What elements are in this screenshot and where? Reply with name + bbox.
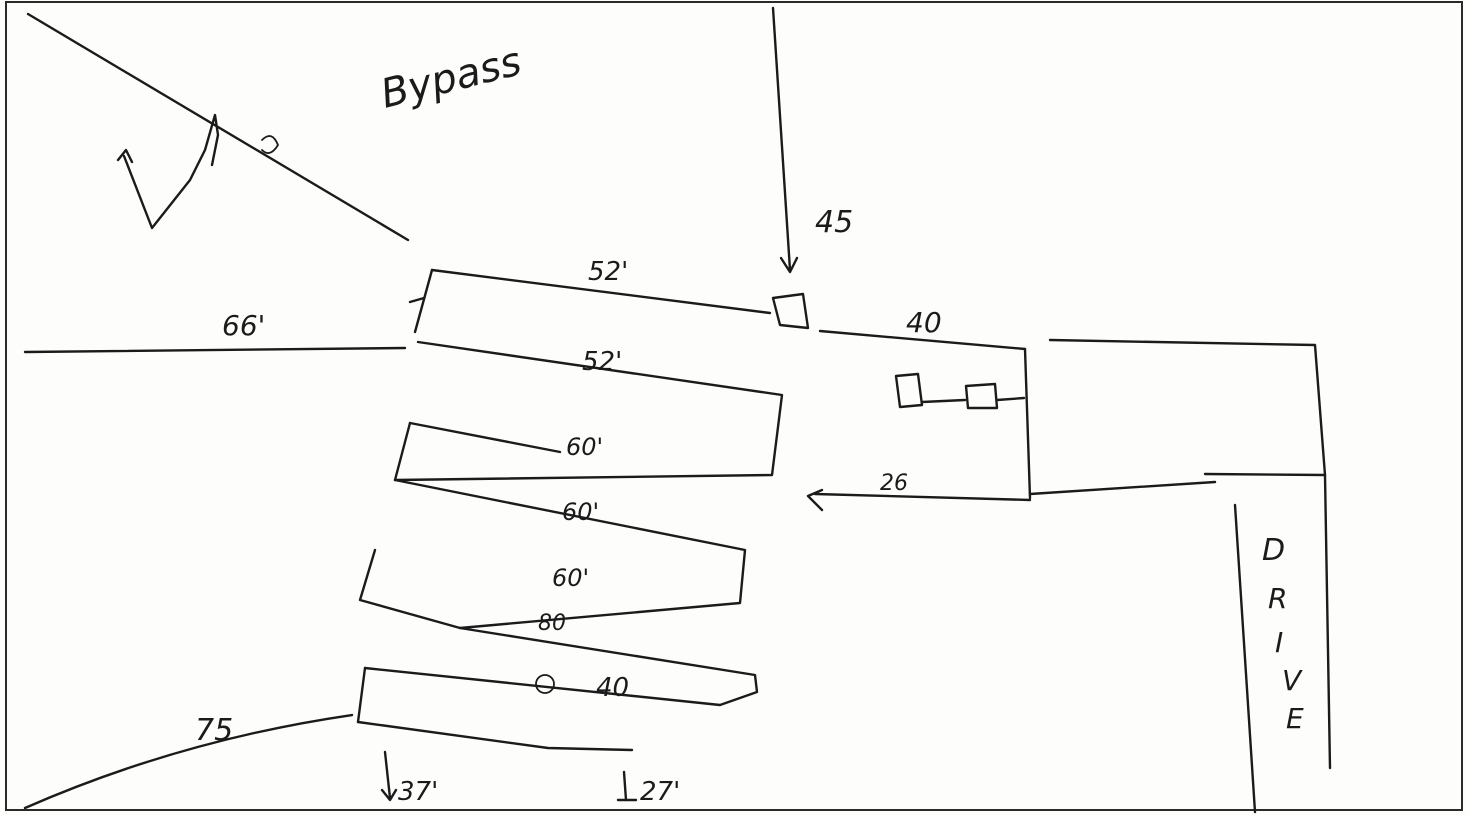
label-60-b: 60' bbox=[562, 498, 599, 526]
label-80: 80 bbox=[538, 611, 566, 636]
label-37: 37' bbox=[398, 777, 438, 807]
block-52-tick bbox=[408, 296, 426, 304]
box-connector bbox=[920, 398, 967, 404]
label-60-a: 60' bbox=[566, 433, 603, 461]
block-52-top-edge bbox=[430, 268, 772, 315]
dim-37-line bbox=[383, 750, 392, 800]
label-66: 66' bbox=[222, 309, 265, 342]
block-80-left-edge bbox=[356, 666, 367, 724]
bottom-edge-line bbox=[356, 720, 634, 752]
block-52-lower-shape bbox=[393, 340, 784, 482]
drive-letter-v: V bbox=[1282, 664, 1303, 697]
label-52-top: 52' bbox=[588, 257, 628, 287]
label-40-top: 40 bbox=[906, 306, 942, 339]
arrow-45-head bbox=[779, 256, 799, 274]
road-66-line bbox=[23, 346, 407, 354]
drive-left-edge bbox=[1233, 503, 1257, 814]
label-45: 45 bbox=[815, 205, 853, 240]
dim-37-head bbox=[380, 788, 398, 802]
right-block-outline bbox=[1048, 338, 1327, 477]
arrow-45-line bbox=[771, 6, 792, 272]
small-box-a bbox=[771, 292, 810, 330]
right-block-bottom bbox=[1028, 480, 1217, 496]
drive-right-edge bbox=[1323, 473, 1332, 770]
bypass-label: Bypass bbox=[376, 39, 526, 118]
block-52-left-edge bbox=[413, 268, 434, 334]
road-right-edge bbox=[1023, 347, 1032, 500]
block-60-shape bbox=[358, 478, 747, 630]
label-40-bottom: 40 bbox=[596, 673, 629, 703]
label-27: 27' bbox=[640, 777, 680, 807]
dim-27-line bbox=[622, 770, 628, 802]
circle-mark bbox=[535, 674, 555, 694]
paper-border bbox=[5, 1, 1463, 811]
block-60-left-edge bbox=[393, 421, 412, 482]
bypass-mark bbox=[261, 135, 279, 154]
box-c-connector bbox=[995, 396, 1026, 402]
small-box-b bbox=[894, 372, 924, 409]
road-40-line bbox=[818, 329, 1027, 351]
road-26-line bbox=[813, 492, 1032, 502]
label-26: 26 bbox=[880, 471, 908, 496]
drive-letter-r: R bbox=[1268, 582, 1287, 615]
block-80-shape bbox=[363, 626, 759, 707]
label-75: 75 bbox=[195, 713, 233, 748]
drive-letter-i: I bbox=[1275, 626, 1283, 659]
label-52-bottom: 52' bbox=[582, 347, 622, 377]
label-60-c: 60' bbox=[552, 564, 589, 592]
arrow-26-head bbox=[806, 488, 824, 512]
bypass-arrow-scribble bbox=[122, 113, 220, 230]
block-60-top-partial bbox=[408, 421, 562, 454]
drive-letter-e: E bbox=[1286, 702, 1304, 735]
road-75-line bbox=[23, 713, 354, 810]
bypass-arrowhead bbox=[116, 148, 134, 164]
small-box-c bbox=[964, 382, 999, 410]
drive-letter-d: D bbox=[1262, 533, 1285, 568]
